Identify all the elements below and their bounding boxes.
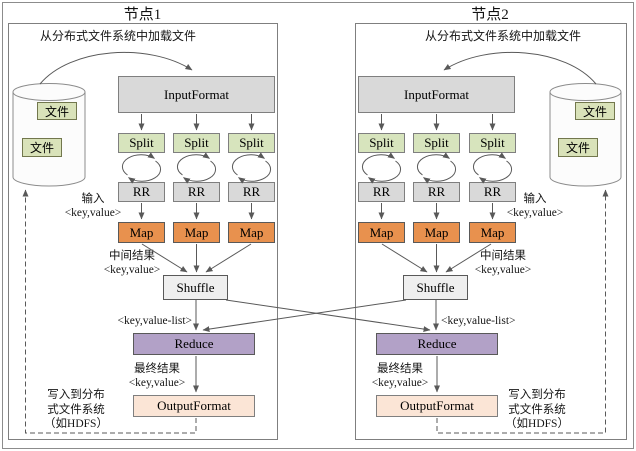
rr-box: RR — [173, 182, 220, 202]
load-text: 从分布式文件系统中加载文件 — [424, 29, 581, 43]
file-box: 文件 — [37, 102, 77, 120]
kv-list-label: <key,value-list> — [441, 315, 516, 327]
shuffle-box: Shuffle — [163, 275, 228, 300]
write-hdfs-label: 写入到分布 式文件系统 （如HDFS） — [44, 389, 108, 430]
split-box: Split — [358, 133, 405, 153]
input-kv-label: 输入 <key,value> — [506, 193, 564, 219]
reduce-box: Reduce — [133, 333, 255, 355]
map-box: Map — [228, 222, 275, 243]
write-hdfs-label: 写入到分布 式文件系统 （如HDFS） — [505, 389, 569, 430]
file-box: 文件 — [22, 138, 62, 157]
node1-title: 节点1 — [123, 7, 162, 23]
node2-title: 节点2 — [471, 7, 509, 23]
final-kv-label: 最终结果 <key,value> — [371, 363, 429, 389]
hdfs-cylinder-right-top — [549, 83, 622, 101]
load-text: 从分布式文件系统中加载文件 — [39, 29, 196, 43]
split-box: Split — [173, 133, 220, 153]
map-box: Map — [469, 222, 516, 243]
outputformat-box: OutputFormat — [376, 395, 498, 417]
input-kv-label: 输入 <key,value> — [64, 193, 122, 219]
node1-frame — [8, 23, 278, 440]
outputformat-box: OutputFormat — [133, 395, 255, 417]
split-box: Split — [118, 133, 165, 153]
node2-frame — [355, 23, 627, 440]
kv-list-label: <key,value-list> — [117, 315, 193, 327]
file-box: 文件 — [575, 102, 615, 120]
intermediate-kv-label: 中间结果 <key,value> — [474, 250, 532, 276]
split-box: Split — [413, 133, 460, 153]
inputformat-box: InputFormat — [358, 76, 515, 113]
intermediate-kv-label: 中间结果 <key,value> — [103, 250, 161, 276]
shuffle-box: Shuffle — [403, 275, 468, 300]
rr-box: RR — [358, 182, 405, 202]
final-kv-label: 最终结果 <key,value> — [128, 363, 186, 389]
map-box: Map — [358, 222, 405, 243]
map-box: Map — [413, 222, 460, 243]
reduce-box: Reduce — [376, 333, 498, 355]
hdfs-cylinder-left-top — [12, 83, 86, 101]
file-box: 文件 — [558, 138, 598, 157]
rr-box: RR — [228, 182, 275, 202]
rr-box: RR — [413, 182, 460, 202]
split-box: Split — [469, 133, 516, 153]
map-box: Map — [173, 222, 220, 243]
split-box: Split — [228, 133, 275, 153]
map-box: Map — [118, 222, 165, 243]
inputformat-box: InputFormat — [118, 76, 275, 113]
